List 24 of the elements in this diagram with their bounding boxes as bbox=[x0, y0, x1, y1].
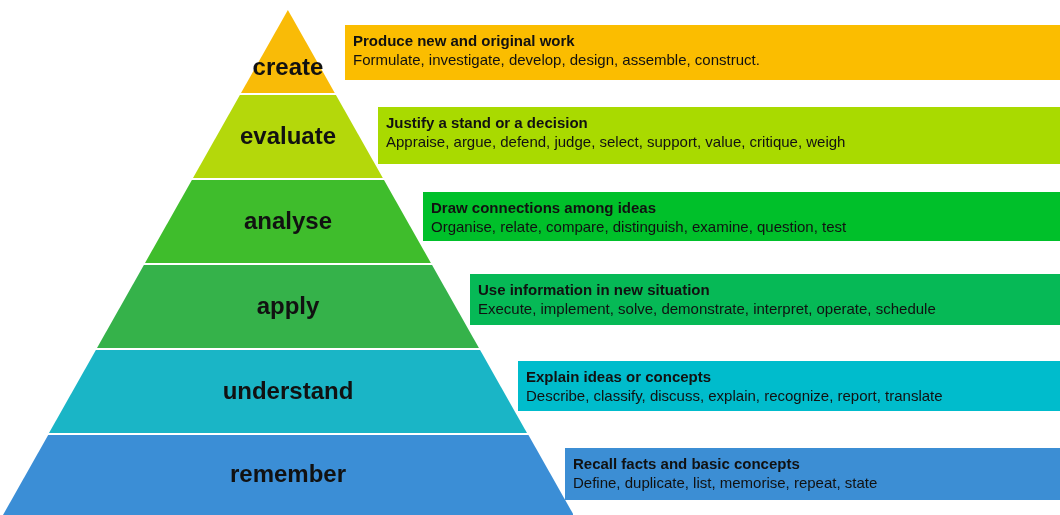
verb-list: Describe, classify, discuss, explain, recognize, report, translate bbox=[526, 386, 1052, 406]
banner-heading: Explain ideas or concepts bbox=[526, 367, 713, 386]
verb-list: Organise, relate, compare, distinguish, examine, question, test bbox=[431, 217, 1052, 237]
level-name: create bbox=[251, 53, 325, 81]
description-banner bbox=[470, 274, 1060, 325]
level-name: analyse bbox=[242, 206, 333, 235]
level-name: apply bbox=[255, 291, 321, 320]
description-banner bbox=[423, 192, 1060, 241]
verb-list: Appraise, argue, defend, judge, select, support, value, critique, weigh bbox=[386, 132, 1052, 152]
level-name: remember bbox=[228, 460, 347, 488]
description-banner bbox=[565, 448, 1060, 500]
banner-heading: Justify a stand or a decision bbox=[386, 113, 589, 132]
banner-heading: Use information in new situation bbox=[478, 280, 711, 299]
verb-list: Execute, implement, solve, demonstrate, interpret, operate, schedule bbox=[478, 299, 1052, 319]
banner-heading: Recall facts and basic concepts bbox=[573, 454, 801, 473]
level-name: understand bbox=[221, 376, 355, 405]
verb-list: Formulate, investigate, develop, design, assemble, construct. bbox=[353, 50, 1052, 70]
level-name: evaluate bbox=[238, 121, 337, 150]
verb-list: Define, duplicate, list, memorise, repeat, state bbox=[573, 473, 1052, 493]
description-banner bbox=[345, 25, 1060, 80]
banner-heading: Draw connections among ideas bbox=[431, 198, 658, 217]
description-banner bbox=[518, 361, 1060, 411]
description-banner bbox=[378, 107, 1060, 164]
banner-heading: Produce new and original work bbox=[353, 31, 576, 50]
